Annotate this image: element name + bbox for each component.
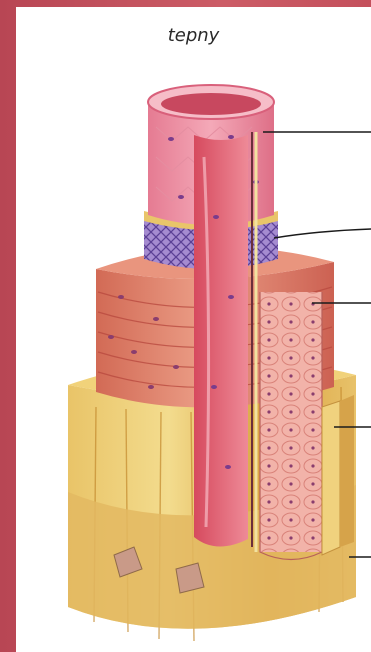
leader-line-elastic-membrane <box>274 229 371 238</box>
diagram-panel: tepny <box>16 7 371 652</box>
artery-illustration <box>16 7 371 652</box>
